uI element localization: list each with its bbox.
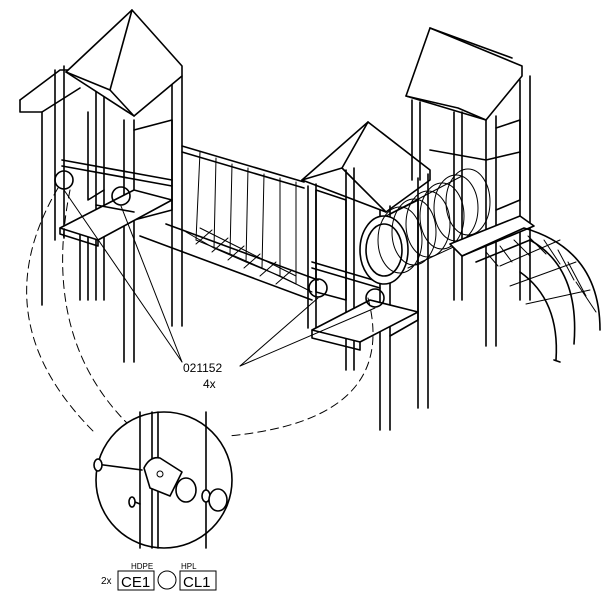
material-1-caption: HDPE (131, 562, 153, 571)
climbing-arch (461, 227, 601, 363)
part-number-label: 021152 (183, 361, 222, 375)
material-2-code: CL1 (183, 574, 211, 591)
material-1-code: CE1 (121, 574, 150, 591)
callout-leaders (26, 187, 376, 437)
material-legend: 2x HDPE CE1 HPL CL1 (101, 562, 217, 591)
detail-magnifier (93, 411, 233, 549)
legend-count: 2x (101, 576, 112, 587)
separator-circle-icon (157, 570, 177, 590)
left-tower (19, 9, 183, 363)
material-2-caption: HPL (181, 562, 197, 571)
quantity-label: 4x (203, 377, 216, 391)
material-1-box (117, 570, 155, 591)
center-tower (301, 121, 431, 431)
tube-tunnel (359, 168, 491, 285)
right-tower (405, 27, 535, 347)
rope-bridge (139, 145, 319, 301)
material-2-box (179, 570, 217, 591)
